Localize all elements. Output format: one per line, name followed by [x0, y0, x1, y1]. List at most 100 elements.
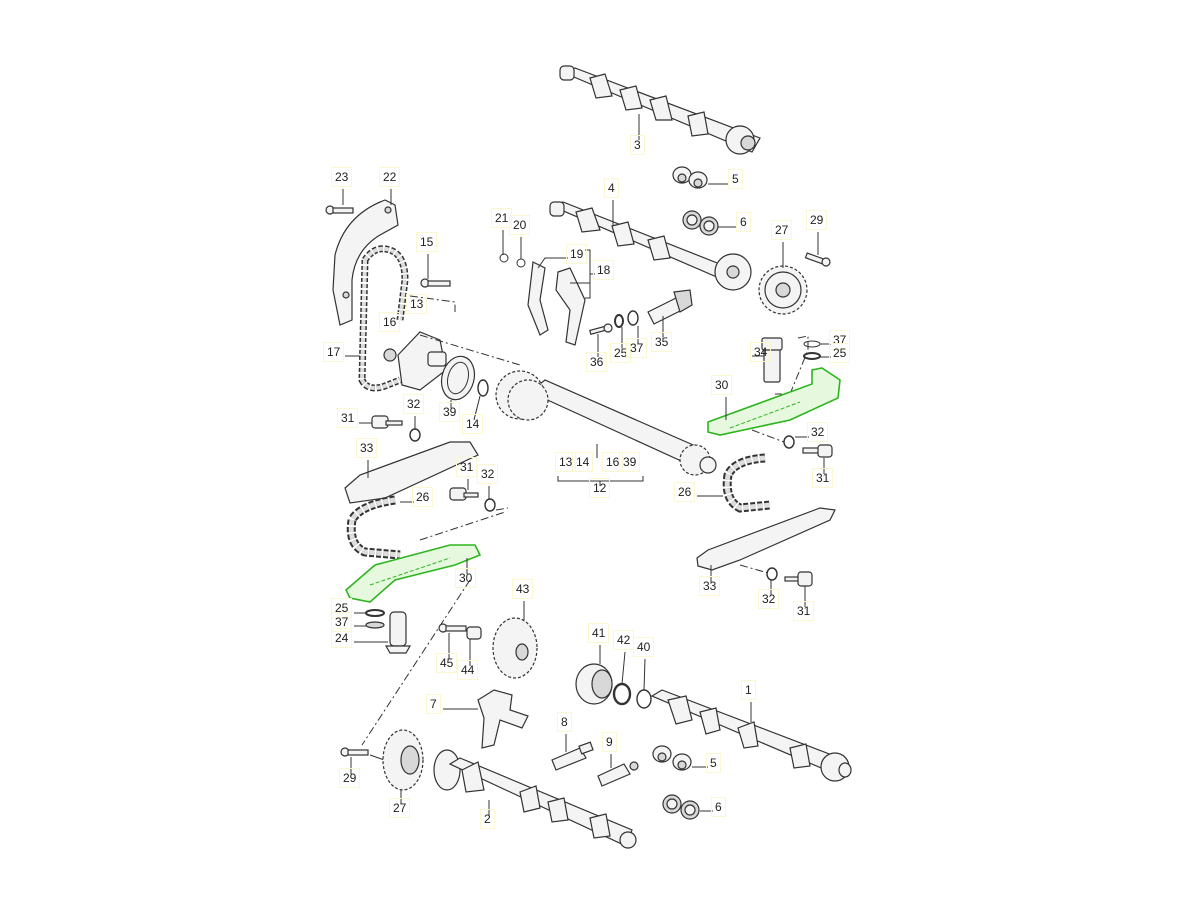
ring-20[interactable]: [516, 258, 526, 268]
part-label-27[interactable]: 27: [389, 798, 411, 818]
part-label-6[interactable]: 6: [711, 797, 726, 817]
camshaft-2[interactable]: [433, 749, 637, 849]
camshaft-1[interactable]: [650, 689, 852, 782]
part-label-43[interactable]: 43: [512, 579, 534, 599]
o-ring-32-left-lower[interactable]: [484, 498, 496, 512]
part-label-40[interactable]: 40: [633, 637, 655, 657]
part-label-31[interactable]: 31: [456, 457, 478, 477]
washer-25-right[interactable]: [803, 352, 821, 360]
bolt-31-right-lower[interactable]: [784, 571, 813, 587]
bolt-23[interactable]: [325, 205, 354, 215]
part-label-14[interactable]: 14: [572, 452, 594, 472]
part-label-41[interactable]: 41: [588, 623, 610, 643]
part-label-3[interactable]: 3: [630, 135, 645, 155]
camshaft-3[interactable]: [559, 65, 761, 155]
ring-21[interactable]: [499, 253, 509, 263]
bearing-pair-6-bottom[interactable]: [662, 794, 700, 820]
guide-22[interactable]: [332, 199, 399, 326]
part-label-31[interactable]: 31: [812, 468, 834, 488]
seal-39[interactable]: [437, 353, 479, 404]
part-label-14[interactable]: 14: [462, 414, 484, 434]
part-label-37[interactable]: 37: [626, 338, 648, 358]
part-label-7[interactable]: 7: [426, 694, 441, 714]
o-ring-32-right-lower[interactable]: [766, 567, 778, 581]
part-label-44[interactable]: 44: [457, 660, 479, 680]
sprocket-27-top[interactable]: [758, 265, 808, 315]
part-label-9[interactable]: 9: [602, 732, 617, 752]
housing-13[interactable]: [397, 331, 447, 391]
o-ring-32-left-upper[interactable]: [409, 428, 421, 442]
sprocket-27-bottom[interactable]: [382, 729, 424, 791]
part-label-27[interactable]: 27: [771, 220, 793, 240]
bolt-45[interactable]: [438, 623, 467, 633]
chain-17[interactable]: [358, 245, 409, 392]
tappet-pair-5-top[interactable]: [672, 166, 708, 189]
part-label-32[interactable]: 32: [807, 422, 829, 442]
part-label-21[interactable]: 21: [491, 208, 513, 228]
part-label-39[interactable]: 39: [439, 402, 461, 422]
part-label-12[interactable]: 12: [589, 478, 611, 498]
part-label-18[interactable]: 18: [593, 260, 615, 280]
bolt-15[interactable]: [420, 278, 451, 288]
bearing-pair-6-top[interactable]: [682, 210, 719, 236]
part-label-30[interactable]: 30: [455, 568, 477, 588]
part-label-35[interactable]: 35: [651, 332, 673, 352]
part-label-26[interactable]: 26: [412, 487, 434, 507]
part-label-6[interactable]: 6: [736, 212, 751, 232]
sprocket-43[interactable]: [492, 617, 538, 679]
tensioner-24[interactable]: [384, 611, 412, 654]
part-label-1[interactable]: 1: [741, 680, 756, 700]
bracket-7[interactable]: [477, 689, 529, 749]
camshaft-4[interactable]: [549, 201, 752, 291]
pin-9[interactable]: [597, 761, 639, 787]
guide-rail-30-upper[interactable]: [707, 367, 841, 436]
part-label-15[interactable]: 15: [416, 232, 438, 252]
part-label-25[interactable]: 25: [610, 343, 632, 363]
part-label-20[interactable]: 20: [509, 215, 531, 235]
part-label-5[interactable]: 5: [706, 753, 721, 773]
chain-26-left[interactable]: [346, 495, 401, 560]
sleeve-44[interactable]: [466, 626, 482, 640]
bolt-31-left-upper[interactable]: [371, 415, 403, 429]
part-label-30[interactable]: 30: [711, 375, 733, 395]
part-label-45[interactable]: 45: [436, 653, 458, 673]
washer-16[interactable]: [383, 348, 397, 362]
pin-8[interactable]: [551, 741, 594, 771]
washer-37-top[interactable]: [627, 310, 639, 326]
bolt-29-top[interactable]: [804, 252, 831, 267]
part-label-26[interactable]: 26: [674, 482, 696, 502]
part-label-4[interactable]: 4: [604, 178, 619, 198]
part-label-8[interactable]: 8: [557, 712, 572, 732]
part-label-33[interactable]: 33: [699, 576, 721, 596]
part-label-39[interactable]: 39: [619, 452, 641, 472]
part-label-2[interactable]: 2: [480, 809, 495, 829]
tensioner-rails-18-19[interactable]: [527, 261, 586, 346]
part-label-22[interactable]: 22: [379, 167, 401, 187]
tensioner-35[interactable]: [647, 289, 693, 325]
guide-rail-33-right[interactable]: [696, 507, 836, 571]
part-label-34[interactable]: 34: [750, 342, 772, 362]
intermediate-shaft-12[interactable]: [495, 370, 717, 476]
washer-37-lower[interactable]: [365, 621, 385, 629]
chain-26-right[interactable]: [722, 453, 771, 513]
part-label-16[interactable]: 16: [602, 452, 624, 472]
washer-37-right[interactable]: [803, 340, 821, 348]
part-label-25[interactable]: 25: [331, 598, 353, 618]
tensioner-34[interactable]: [761, 337, 783, 383]
o-ring-40[interactable]: [636, 689, 652, 709]
part-label-31[interactable]: 31: [337, 408, 359, 428]
part-label-13[interactable]: 13: [555, 452, 577, 472]
part-label-31[interactable]: 31: [793, 601, 815, 621]
part-label-16[interactable]: 16: [379, 312, 401, 332]
adjuster-41[interactable]: [575, 663, 613, 705]
part-label-5[interactable]: 5: [728, 169, 743, 189]
part-label-32[interactable]: 32: [477, 464, 499, 484]
part-label-42[interactable]: 42: [613, 630, 635, 650]
o-ring-14[interactable]: [477, 379, 489, 397]
part-label-37[interactable]: 37: [331, 612, 353, 632]
part-label-13[interactable]: 13: [406, 294, 428, 314]
part-label-17[interactable]: 17: [323, 342, 345, 362]
bolt-29-bottom[interactable]: [340, 747, 369, 757]
part-label-23[interactable]: 23: [331, 167, 353, 187]
part-label-29[interactable]: 29: [806, 210, 828, 230]
